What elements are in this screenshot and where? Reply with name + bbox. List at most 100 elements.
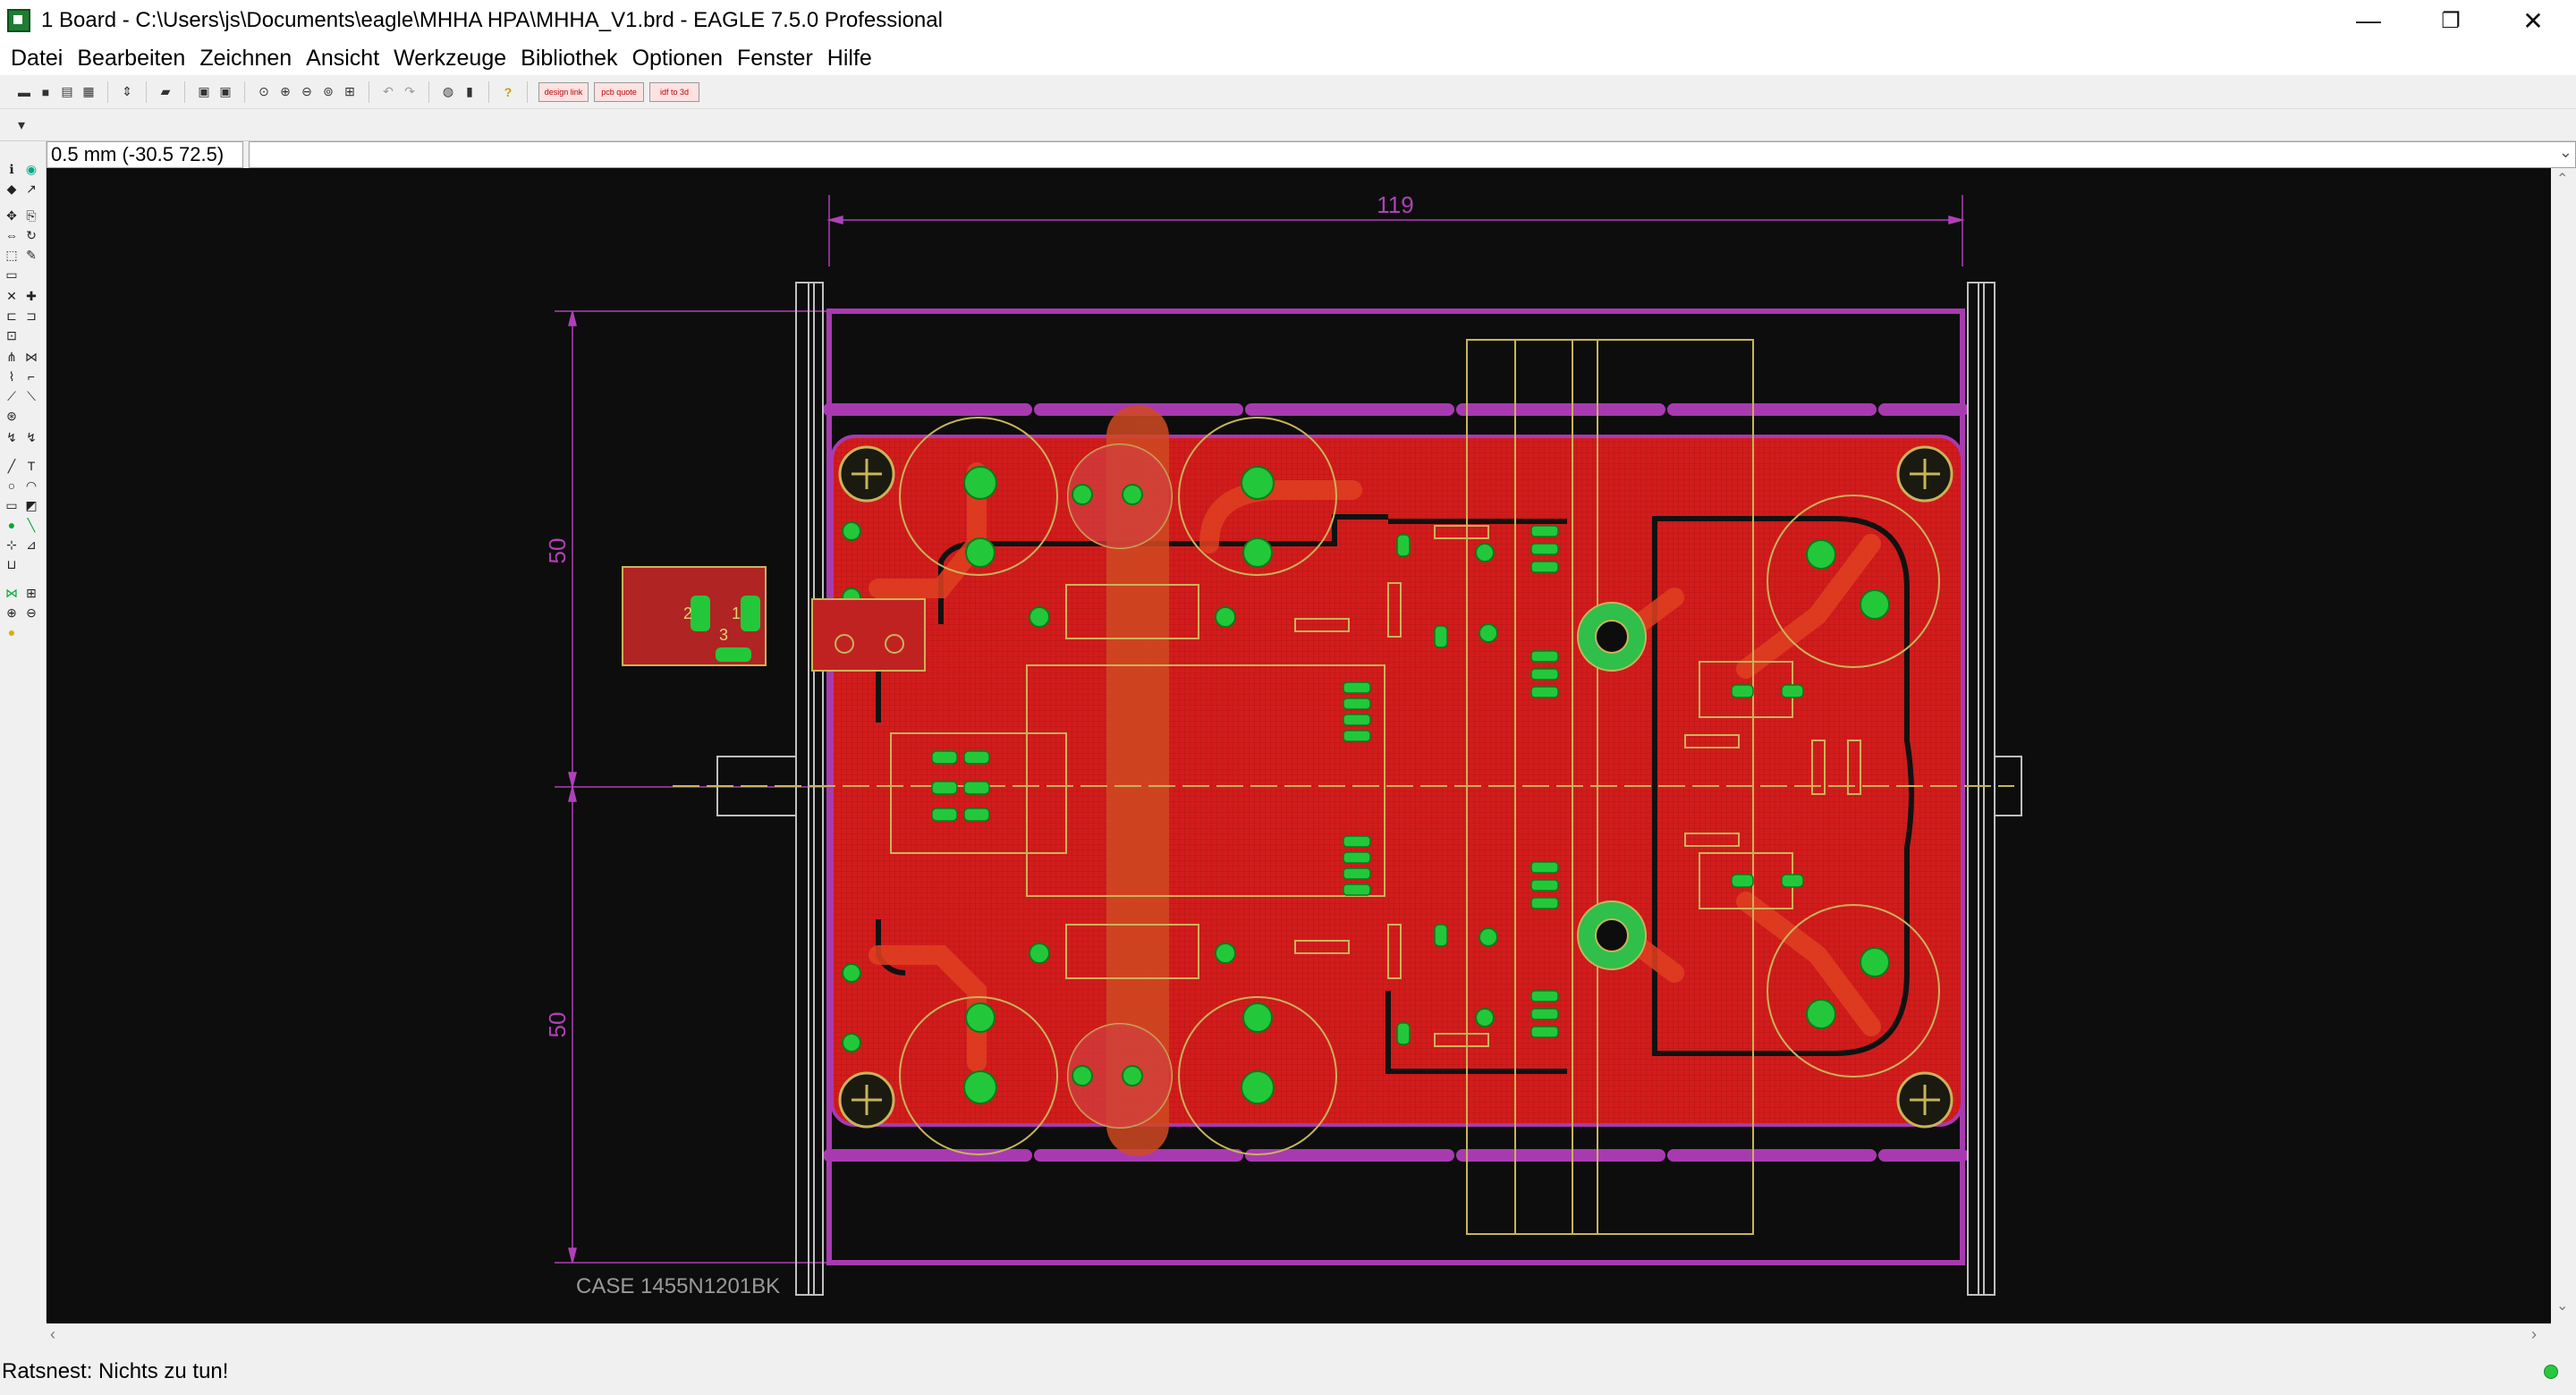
change-icon[interactable]: ✎ bbox=[26, 248, 37, 262]
rotate-icon[interactable]: ↻ bbox=[26, 228, 37, 242]
optimize-icon[interactable]: ⌇ bbox=[8, 369, 15, 384]
undo-icon[interactable]: ↶ bbox=[383, 84, 394, 98]
zoom-select-icon[interactable]: ⊕ bbox=[6, 605, 17, 620]
menu-datei[interactable]: Datei bbox=[11, 45, 64, 71]
toolbar-divider bbox=[244, 80, 245, 103]
copy-icon[interactable]: ⎘ bbox=[26, 208, 37, 223]
status-indicator-icon bbox=[2544, 1365, 2558, 1379]
drc-icon[interactable]: ⊔ bbox=[6, 557, 17, 571]
menu-hilfe[interactable]: Hilfe bbox=[826, 45, 872, 71]
dimension-icon[interactable]: ⊹ bbox=[6, 537, 17, 552]
zoom-out-icon[interactable]: ⊖ bbox=[301, 84, 312, 98]
vertical-scrollbar[interactable]: ⌃ ⌄ bbox=[2551, 168, 2576, 1323]
idf-to-3d-button[interactable]: idf to 3d bbox=[649, 81, 699, 102]
warning-icon[interactable]: ● bbox=[7, 625, 16, 639]
case-label: CASE 1455N1201BK bbox=[576, 1274, 780, 1298]
miter-icon[interactable]: ⌐ bbox=[27, 369, 36, 384]
menu-fenster[interactable]: Fenster bbox=[737, 45, 813, 71]
signal-icon[interactable]: ↯ bbox=[6, 430, 17, 444]
dimension-bottom-label: 50 bbox=[544, 1012, 571, 1038]
design-link-button[interactable]: design link bbox=[538, 81, 589, 102]
polygon-icon[interactable]: ◩ bbox=[25, 498, 38, 512]
ratsnest-icon[interactable]: ⊿ bbox=[26, 537, 37, 552]
display-icon[interactable]: ◆ bbox=[6, 182, 17, 196]
pcb-drawing[interactable]: 119 50 50 bbox=[47, 168, 2551, 1323]
show-icon[interactable]: ◉ bbox=[25, 162, 38, 176]
zoom-area-icon[interactable]: ⊞ bbox=[344, 84, 355, 98]
silk-circles-fill bbox=[1068, 444, 1172, 1128]
lock-icon[interactable]: ⊡ bbox=[6, 328, 17, 342]
go-icon[interactable]: ▮ bbox=[466, 84, 473, 98]
zoom-pan-icon[interactable]: ⊖ bbox=[26, 605, 37, 620]
value-icon[interactable]: ⊐ bbox=[26, 309, 37, 323]
scroll-left-icon[interactable]: ‹ bbox=[50, 1325, 55, 1343]
ripup-icon[interactable]: ⟍ bbox=[27, 389, 36, 403]
autorouter-icon[interactable]: ↯ bbox=[26, 430, 37, 444]
scroll-up-icon[interactable]: ⌃ bbox=[2556, 172, 2569, 187]
scroll-down-icon[interactable]: ⌄ bbox=[2556, 1298, 2569, 1314]
board-canvas[interactable]: 119 50 50 bbox=[47, 168, 2551, 1323]
text-icon[interactable]: T bbox=[27, 459, 36, 473]
via-icon[interactable]: ⊛ bbox=[6, 409, 17, 423]
chevron-down-icon[interactable]: ▾ bbox=[18, 118, 26, 133]
command-row: 0.5 mm (-30.5 72.5) ⌄ bbox=[47, 141, 2576, 168]
round-pads bbox=[842, 466, 1890, 1104]
arc-icon[interactable]: ◠ bbox=[25, 478, 38, 493]
resistors bbox=[1294, 525, 1861, 1047]
script-icon[interactable]: ▰ bbox=[160, 84, 171, 98]
group-icon[interactable]: ⬚ bbox=[5, 248, 18, 262]
smash-icon[interactable]: ⋈ bbox=[25, 350, 38, 364]
menu-bearbeiten[interactable]: Bearbeiten bbox=[77, 45, 186, 71]
mirror-icon[interactable]: ⇔ bbox=[5, 228, 18, 242]
coordinate-display: 0.5 mm (-30.5 72.5) bbox=[47, 141, 243, 168]
add-icon[interactable]: ✚ bbox=[26, 289, 37, 303]
mark-icon[interactable]: ↗ bbox=[26, 182, 37, 196]
zoom-redraw-icon[interactable]: ⊚ bbox=[323, 84, 334, 98]
paste-icon[interactable]: ▭ bbox=[5, 267, 18, 282]
print-icon[interactable]: ▤ bbox=[61, 84, 73, 98]
name-icon[interactable]: ⊏ bbox=[6, 309, 17, 323]
errors-icon[interactable]: ⋈ bbox=[5, 586, 18, 600]
main-toolbar: ▬ ■ ▤ ▦ ⇕ ▰ ▣ ▣ ⊙ ⊕ ⊖ ⊚ ⊞ ↶ ↷ ◍ ▮ ? desi… bbox=[0, 75, 2576, 109]
menu-optionen[interactable]: Optionen bbox=[631, 45, 724, 71]
command-input[interactable] bbox=[249, 141, 2576, 168]
route-icon[interactable]: ⟋ bbox=[7, 389, 16, 403]
redo-icon[interactable]: ↷ bbox=[404, 84, 415, 98]
restore-button[interactable]: ❐ bbox=[2441, 8, 2461, 33]
split-icon[interactable]: ⋔ bbox=[6, 350, 17, 364]
cam-icon[interactable]: ▦ bbox=[82, 84, 95, 98]
dimension-top-label: 50 bbox=[544, 538, 571, 564]
minimize-button[interactable]: — bbox=[2356, 6, 2381, 34]
menu-bibliothek[interactable]: Bibliothek bbox=[521, 45, 618, 71]
attribute-icon[interactable]: ╲ bbox=[27, 518, 36, 532]
move-icon[interactable]: ✥ bbox=[6, 208, 17, 223]
menu-zeichnen[interactable]: Zeichnen bbox=[199, 45, 292, 71]
grid-icon[interactable]: ⊞ bbox=[26, 586, 37, 600]
menu-werkzeuge[interactable]: Werkzeuge bbox=[394, 45, 507, 71]
stop-icon[interactable]: ◍ bbox=[442, 84, 454, 98]
horizontal-scrollbar[interactable]: ‹ › bbox=[47, 1323, 2551, 1348]
help-icon[interactable]: ? bbox=[504, 84, 513, 99]
toolbar-divider bbox=[488, 80, 489, 103]
input-connector bbox=[622, 566, 926, 672]
delete-icon[interactable]: ✕ bbox=[6, 289, 17, 303]
save-icon[interactable]: ■ bbox=[41, 84, 50, 99]
run-icon[interactable]: ▣ bbox=[198, 84, 210, 98]
menu-ansicht[interactable]: Ansicht bbox=[306, 45, 380, 71]
circle-icon[interactable]: ○ bbox=[7, 478, 16, 493]
open-icon[interactable]: ▬ bbox=[18, 84, 30, 99]
chevron-down-icon[interactable]: ⌄ bbox=[2558, 143, 2572, 161]
ulp-icon[interactable]: ▣ bbox=[219, 84, 232, 98]
zoom-fit-icon[interactable]: ⊙ bbox=[258, 84, 269, 98]
hole-icon[interactable]: ● bbox=[7, 518, 16, 532]
rect-icon[interactable]: ▭ bbox=[5, 498, 18, 512]
scroll-right-icon[interactable]: › bbox=[2531, 1325, 2537, 1343]
wire-icon[interactable]: ╱ bbox=[7, 459, 16, 473]
smd-pads bbox=[931, 525, 1804, 1045]
pcb-quote-button[interactable]: pcb quote bbox=[594, 81, 644, 102]
zoom-in-icon[interactable]: ⊕ bbox=[280, 84, 291, 98]
sch-brd-icon[interactable]: ⇕ bbox=[122, 84, 132, 98]
status-bar: Ratsnest: Nichts zu tun! bbox=[0, 1348, 2576, 1395]
close-button[interactable]: ✕ bbox=[2522, 6, 2544, 35]
info-icon[interactable]: ℹ bbox=[9, 162, 14, 176]
